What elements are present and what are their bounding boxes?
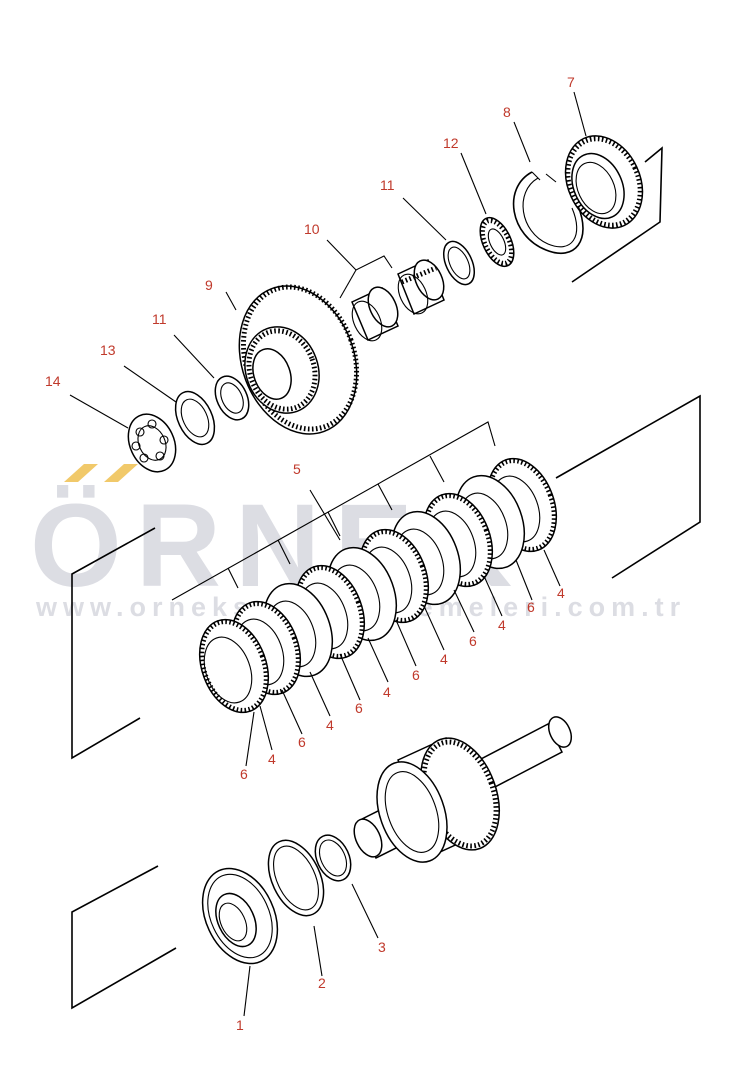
callout-4: 4: [268, 751, 276, 767]
callout-9: 9: [205, 277, 213, 293]
part-10-needle-bearing-b: [351, 286, 399, 342]
clutch-pack: [198, 457, 558, 714]
middle-bracket: [71, 394, 701, 760]
part-2-ring: [267, 839, 325, 917]
callout-11: 11: [380, 177, 395, 193]
part-1-piston: [201, 867, 279, 965]
part-8-snap-ring: [512, 171, 584, 255]
bottom-bracket: [71, 865, 177, 1010]
part-12-thrust-washer: [479, 216, 515, 268]
part-11-spacer-upper: [442, 240, 476, 286]
part-13-washer: [174, 390, 216, 446]
callout-14: 14: [45, 373, 61, 389]
clutch-hub: [376, 737, 500, 863]
callout-7: 7: [567, 74, 575, 90]
callout-labels: 7 8 12 11 10 9 11 13 14 5 4 6 4 6 4 6 4 …: [45, 74, 575, 1033]
callout-10: 10: [304, 221, 320, 237]
leader-lines: [69, 91, 587, 1017]
callout-6: 6: [412, 667, 420, 683]
callout-4: 4: [440, 651, 448, 667]
callout-6: 6: [240, 766, 248, 782]
part-11-spacer-lower: [214, 375, 250, 421]
part-7-bearing: [564, 135, 644, 229]
part-10-needle-bearing-a: [397, 258, 445, 316]
callout-5: 5: [293, 461, 301, 477]
callout-3: 3: [378, 939, 386, 955]
callout-6: 6: [527, 599, 535, 615]
part-3-snap-ring: [314, 834, 352, 882]
callout-4: 4: [326, 717, 334, 733]
watermark-accent-right: [104, 464, 138, 482]
part-14-ball-bearing: [127, 413, 177, 473]
top-bracket: [571, 146, 663, 283]
callout-8: 8: [503, 104, 511, 120]
callout-11: 11: [152, 311, 167, 327]
watermark-accent-left: [64, 464, 98, 482]
callout-1: 1: [236, 1017, 244, 1033]
callout-4: 4: [557, 585, 565, 601]
callout-6: 6: [469, 633, 477, 649]
callout-2: 2: [318, 975, 326, 991]
callout-6: 6: [355, 700, 363, 716]
callout-13: 13: [100, 342, 116, 358]
part-9-gear: [238, 284, 360, 435]
callout-6: 6: [298, 734, 306, 750]
callout-12: 12: [443, 135, 459, 151]
callout-4: 4: [498, 617, 506, 633]
clutch-pack-tick-lines: [171, 421, 496, 601]
callout-4: 4: [383, 684, 391, 700]
